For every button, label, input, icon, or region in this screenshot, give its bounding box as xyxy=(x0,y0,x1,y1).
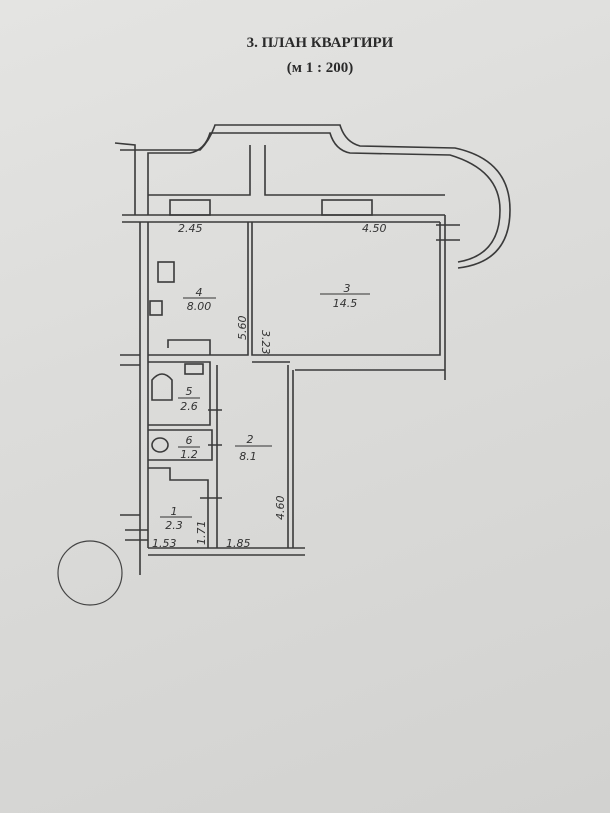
room-4-area: 8.00 xyxy=(187,300,212,313)
room-1-number: 1 xyxy=(171,505,178,518)
dim-room3-length: 3.23 xyxy=(259,330,272,355)
dimension-labels: 2.45 4.50 5.60 3.23 4.60 1.53 1.85 1.71 xyxy=(152,222,387,550)
stamp-circle xyxy=(57,540,123,606)
dim-room1-width: 1.53 xyxy=(152,537,177,550)
room-2-area: 8.1 xyxy=(239,450,257,463)
dim-room1-length: 1.71 xyxy=(195,521,208,546)
plan-title: 3. ПЛАН КВАРТИРИ xyxy=(247,35,394,51)
dim-room2-width: 1.85 xyxy=(226,537,251,550)
dim-kitchen-width: 2.45 xyxy=(178,222,203,235)
room-3-number: 3 xyxy=(344,282,351,295)
room-labels: 4 8.00 3 14.5 5 2.6 6 1.2 2 8.1 1 2.3 xyxy=(160,282,370,532)
room-6-number: 6 xyxy=(186,434,193,447)
room-4-number: 4 xyxy=(196,286,203,299)
room-5-number: 5 xyxy=(186,385,193,398)
room-1-area: 2.3 xyxy=(165,519,183,532)
room-2-number: 2 xyxy=(247,433,254,446)
plan-scale: (м 1 : 200) xyxy=(287,60,353,76)
dim-room3-width: 4.50 xyxy=(362,222,387,235)
walls xyxy=(114,124,511,575)
dim-room2-length: 4.60 xyxy=(274,496,287,521)
room-3-area: 14.5 xyxy=(333,297,358,310)
dim-kitchen-length: 5.60 xyxy=(236,316,249,341)
room-5-area: 2.6 xyxy=(180,400,198,413)
room-6-area: 1.2 xyxy=(180,448,198,461)
